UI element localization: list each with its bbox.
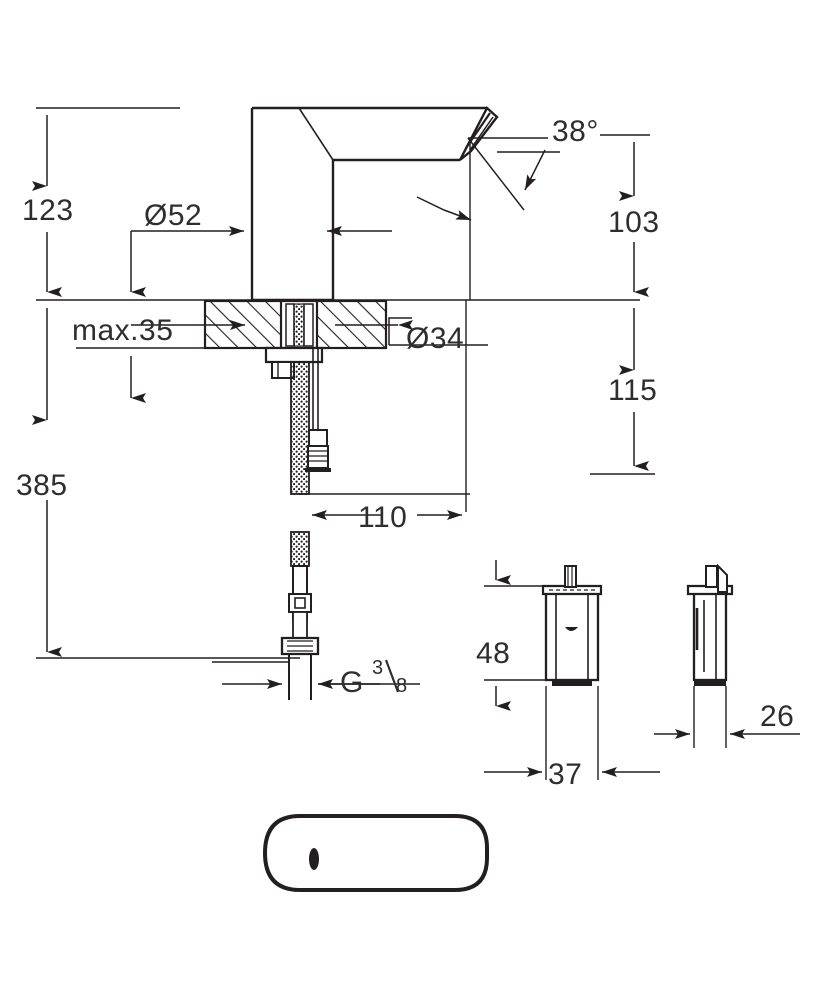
faucet-body-outline <box>250 106 488 302</box>
label-37: 37 <box>548 758 582 791</box>
dimension-max-35 <box>76 320 413 403</box>
dimension-123 <box>32 107 180 425</box>
label-385: 385 <box>16 469 68 502</box>
label-26: 26 <box>760 700 794 733</box>
flexible-hose-upper <box>290 348 331 495</box>
leader-curved-body <box>416 196 472 221</box>
dimension-385 <box>36 500 300 659</box>
dimension-103 <box>600 134 650 297</box>
sensor-window-mark <box>309 848 319 870</box>
dimension-37 <box>484 686 660 780</box>
label-110: 110 <box>358 501 407 534</box>
dimension-g38 <box>212 661 420 689</box>
label-103: 103 <box>608 206 660 239</box>
label-diameter-52: Ø52 <box>144 199 202 232</box>
label-48: 48 <box>476 637 510 670</box>
label-angle-38: 38° <box>552 115 599 148</box>
label-115: 115 <box>608 374 657 407</box>
control-box-front-view <box>541 565 603 686</box>
label-g38-letter: G <box>340 666 364 699</box>
dimension-26 <box>654 686 800 748</box>
dimension-110 <box>300 300 470 520</box>
label-g38: G 3 8 <box>340 657 407 699</box>
dimension-diameter-34 <box>388 317 488 346</box>
label-g38-denominator: 8 <box>396 675 407 697</box>
label-123: 123 <box>22 194 74 227</box>
base-plate-top-view <box>262 814 489 892</box>
mounting-shank-assembly <box>264 299 324 379</box>
dimension-angle-38 <box>467 137 560 211</box>
flexible-hose-lower <box>280 531 320 700</box>
dimension-115 <box>590 308 655 475</box>
label-diameter-34: Ø34 <box>406 322 464 355</box>
dimension-48 <box>484 560 546 711</box>
label-max-35: max.35 <box>72 314 173 347</box>
control-box-side-view <box>686 563 734 686</box>
label-g38-numerator: 3 <box>372 657 383 679</box>
dimension-diameter-52 <box>130 226 244 297</box>
